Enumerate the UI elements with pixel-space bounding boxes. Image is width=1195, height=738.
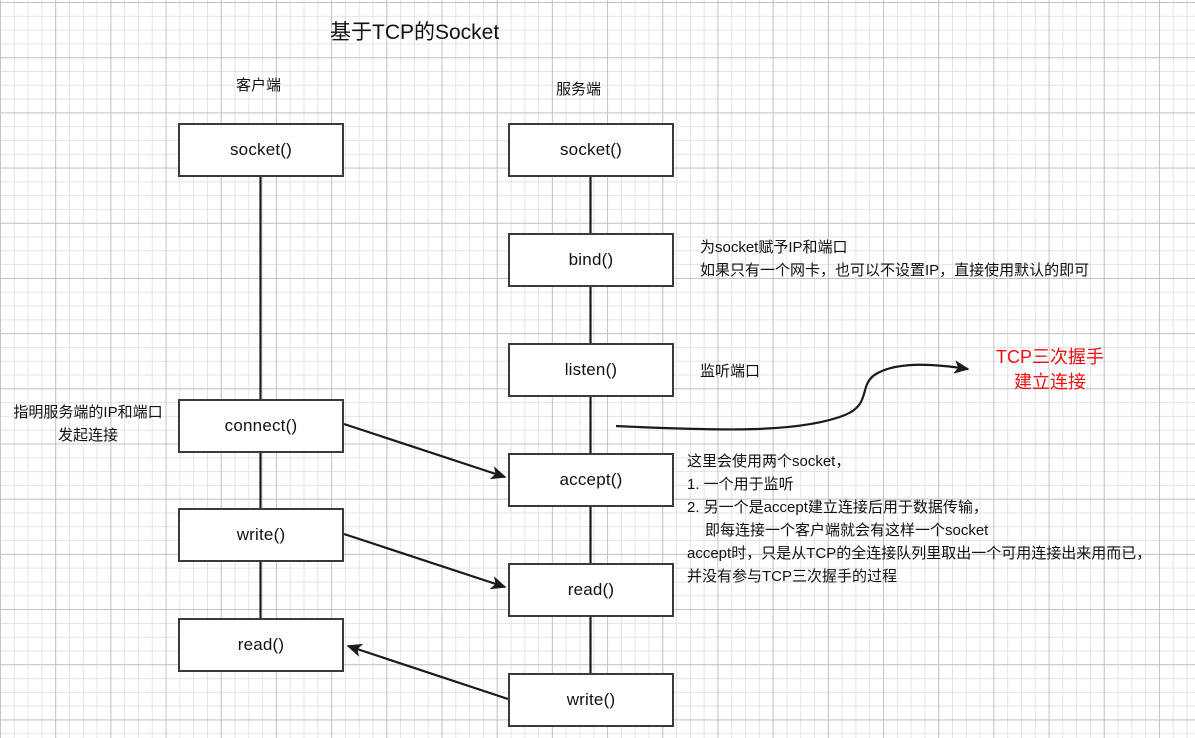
annotation-accept-line1: 这里会使用两个socket，: [687, 453, 851, 470]
page-title: 基于TCP的Socket: [330, 21, 500, 44]
annotation-connect: 指明服务端的IP和端口 发起连接: [4, 401, 172, 447]
annotation-handshake: TCP三次握手 建立连接: [975, 345, 1125, 395]
node-client-read[interactable]: read(): [178, 618, 344, 672]
edge-server-write-to-client-read: [346, 643, 509, 701]
annotation-handshake-line2: 建立连接: [1014, 372, 1086, 392]
node-server-bind[interactable]: bind(): [508, 233, 674, 287]
edge-connect-to-accept: [343, 422, 507, 480]
annotation-accept-line4: 即每连接一个客户端就会有这样一个socket: [687, 519, 1151, 542]
annotation-listen: 监听端口: [700, 363, 761, 380]
annotation-accept-red2: 并没有参与TCP三次握手的过程: [687, 568, 898, 585]
annotation-connect-line1: 指明服务端的IP和端口: [13, 404, 163, 421]
annotation-accept-red1: accept时，只是从TCP的全连接队列里取出一个可用连接出来用而已，: [687, 545, 1152, 562]
annotation-accept-line2: 1. 一个用于监听: [687, 476, 794, 493]
annotation-connect-line2: 发起连接: [57, 427, 118, 444]
annotation-bind-line2: 如果只有一个网卡，也可以不设置IP，直接使用默认的即可: [700, 262, 1090, 279]
node-server-read[interactable]: read(): [508, 563, 674, 617]
annotation-bind: 为socket赋予IP和端口 如果只有一个网卡，也可以不设置IP，直接使用默认的…: [700, 236, 1089, 282]
edge-write-to-read: [343, 532, 507, 590]
node-client-connect[interactable]: connect(): [178, 399, 344, 453]
node-client-socket[interactable]: socket(): [178, 123, 344, 177]
annotation-handshake-line1: TCP三次握手: [996, 347, 1104, 367]
annotation-accept-line4-text: 即每连接一个客户端就会有这样一个socket: [705, 522, 989, 539]
node-server-write[interactable]: write(): [508, 673, 674, 727]
node-server-socket[interactable]: socket(): [508, 123, 674, 177]
column-header-client: 客户端: [236, 77, 282, 94]
annotation-bind-line1: 为socket赋予IP和端口: [700, 239, 848, 256]
node-server-accept[interactable]: accept(): [508, 453, 674, 507]
node-client-write[interactable]: write(): [178, 508, 344, 562]
column-header-server: 服务端: [556, 81, 602, 98]
annotation-accept-line3: 2. 另一个是accept建立连接后用于数据传输，: [687, 499, 988, 516]
annotation-accept: 这里会使用两个socket， 1. 一个用于监听 2. 另一个是accept建立…: [687, 450, 1151, 588]
node-server-listen[interactable]: listen(): [508, 343, 674, 397]
